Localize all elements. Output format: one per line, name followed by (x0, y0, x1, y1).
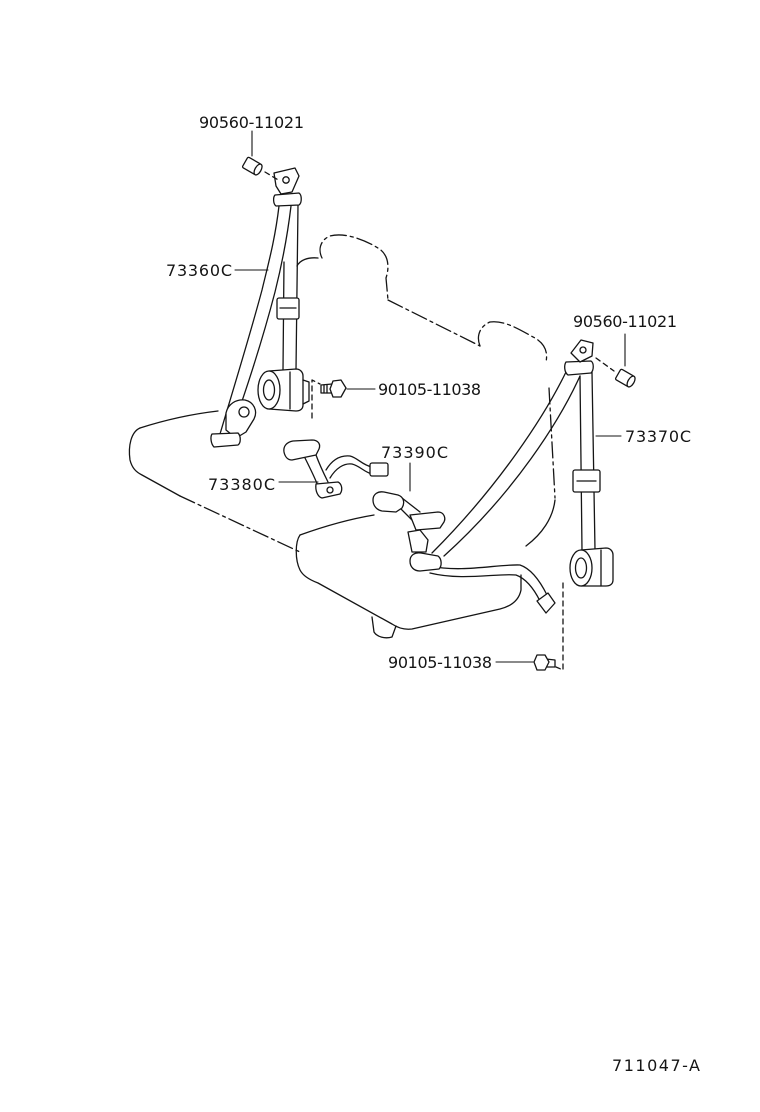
collar-end (626, 375, 636, 388)
buckle-right (372, 491, 446, 553)
callout-collar-upper-left: 90560-11021 (199, 113, 304, 132)
left-retractor-drum (257, 370, 281, 410)
left-shoulder-webbing-edge (231, 205, 292, 431)
collar-upper-right (595, 357, 636, 388)
leader-lines (234, 130, 626, 663)
right-d-ring (564, 360, 594, 376)
bolt-left-retractor (311, 379, 347, 419)
right-backrest-outline (477, 321, 548, 363)
right-shoulder-webbing-edge (431, 371, 567, 554)
bolt-hex-head (533, 654, 550, 671)
buckle-left-second-strap (325, 455, 373, 479)
buckle-right-housing (372, 491, 405, 513)
right-cushion-top-edge (299, 514, 375, 536)
callout-buckle-right: 73390C (381, 443, 448, 462)
figure-number: 711047-A (612, 1056, 700, 1075)
backrest-lower-edge (387, 299, 481, 347)
right-backrest-side (548, 387, 556, 499)
right-belt-tongue (409, 552, 442, 572)
callout-bolt-left-retractor: 90105-11038 (378, 380, 481, 399)
left-lower-anchor-plate (225, 399, 257, 439)
buckle-right-anchor (407, 529, 429, 553)
collar-assembly-line (595, 357, 615, 372)
callout-collar-upper-right: 90560-11021 (573, 312, 677, 331)
left-lower-anchor-foot (210, 432, 241, 448)
left-d-ring (272, 192, 302, 207)
buckle-right-latch (409, 511, 446, 531)
left-retractor-webbing (282, 204, 299, 371)
bolt-assembly-line (555, 582, 564, 671)
right-lap-webbing-edge (429, 564, 548, 596)
collar-end (253, 163, 263, 176)
right-anchor-bolt-hole (579, 346, 587, 354)
right-lap-belt-end-tab (536, 592, 556, 614)
rear-seat-outline (128, 234, 556, 639)
seat-belt-left (210, 167, 310, 448)
right-retractor-hub (574, 557, 588, 579)
right-retractor-webbing (579, 371, 596, 551)
collar-assembly-line (264, 171, 281, 182)
buckle-left-strap (304, 454, 329, 487)
collar-upper-left (241, 156, 281, 182)
left-shoulder-webbing-edge (219, 205, 280, 435)
left-retractor-bracket (289, 371, 310, 410)
left-cushion-side (128, 427, 181, 497)
callout-belt-left: 73360C (166, 261, 232, 280)
left-anchor-bolt-hole (282, 176, 290, 184)
callout-belt-right: 73370C (625, 427, 691, 446)
right-backrest-lower-edge (525, 499, 556, 547)
left-cushion-top-edge (139, 410, 219, 429)
left-backrest-outline (319, 234, 389, 301)
seat-leg (371, 616, 397, 639)
left-lower-anchor-hole (238, 406, 250, 418)
buckle-left-anchor-hole (326, 486, 334, 494)
right-lap-webbing-edge (429, 572, 541, 602)
bolt-hex-head (329, 379, 347, 398)
bolt-threads (323, 384, 328, 394)
right-retractor-drum (569, 549, 593, 587)
buckle-left-housing (283, 439, 321, 461)
bolt-assembly-line (311, 379, 321, 419)
bolt-right-retractor (533, 582, 564, 671)
callout-bolt-right-retractor: 90105-11038 (388, 653, 492, 672)
right-shoulder-webbing-edge (443, 375, 581, 557)
left-retractor-hub (262, 379, 276, 401)
seat-belt-right (409, 339, 614, 614)
callout-buckle-left: 73380C (208, 475, 275, 494)
buckle-left (283, 439, 389, 499)
right-cushion-front (295, 534, 522, 630)
left-cushion-front-edge (179, 495, 301, 553)
left-backrest-edge (296, 257, 319, 267)
buckle-left-strap-end (369, 462, 389, 477)
